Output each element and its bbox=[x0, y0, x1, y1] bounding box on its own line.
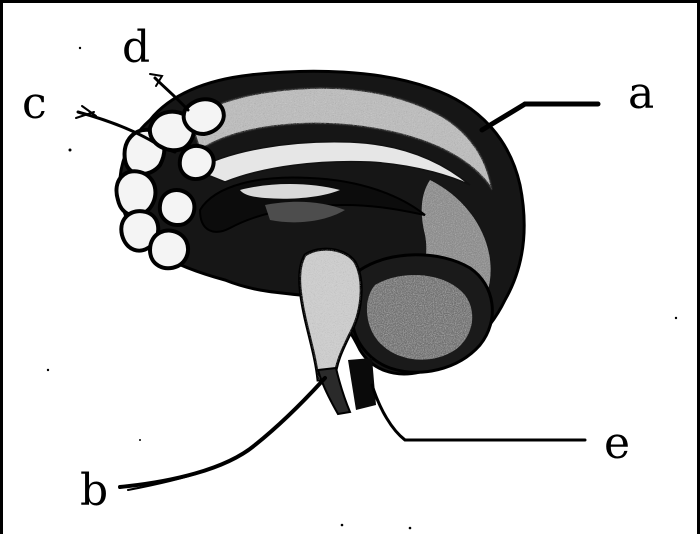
leader-line-b bbox=[120, 378, 325, 487]
label-d: d bbox=[122, 22, 150, 73]
leader-line-a bbox=[482, 104, 525, 130]
label-b: b bbox=[80, 465, 108, 516]
label-c: c bbox=[22, 78, 47, 129]
label-e: e bbox=[604, 418, 630, 469]
leader-line-e bbox=[372, 385, 585, 440]
cerebellum bbox=[352, 255, 492, 372]
medulla bbox=[318, 368, 350, 414]
label-a: a bbox=[628, 68, 654, 119]
